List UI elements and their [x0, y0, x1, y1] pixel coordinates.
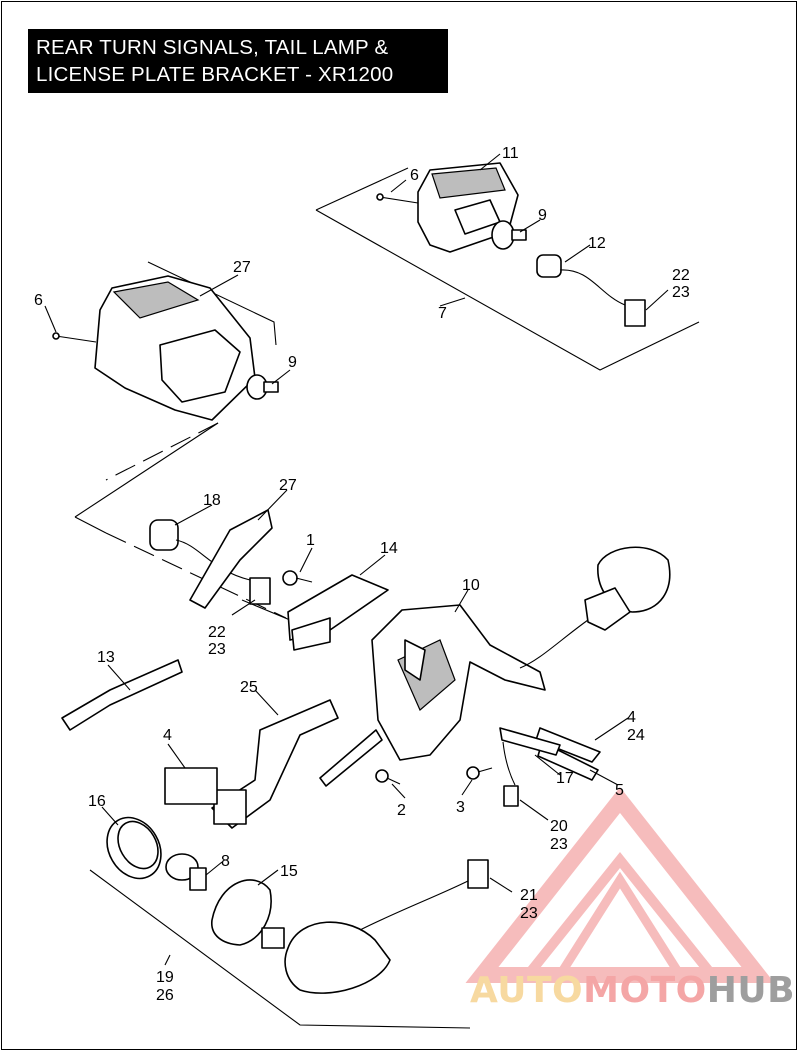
- part-1-bolt: [282, 570, 313, 586]
- callout-22-mid: 22: [208, 624, 226, 641]
- part-27-mount-bracket: [189, 509, 273, 609]
- callout-21: 21: [520, 887, 538, 904]
- callout-2: 2: [397, 802, 406, 819]
- part-3-bolt: [466, 766, 493, 780]
- part-9-bulb-top: [491, 220, 527, 250]
- group-7-bracket-outline: [315, 167, 700, 371]
- callout-1: 1: [306, 532, 315, 549]
- part-16-bezel-ring: [106, 816, 162, 880]
- callout-4-right: 4: [627, 709, 636, 726]
- watermark-text: AUTOMOTOHUB: [470, 970, 795, 1011]
- callout-23-top: 23: [672, 284, 690, 301]
- callout-22-top: 22: [672, 267, 690, 284]
- part-20-connector: [502, 741, 519, 807]
- callout-6-top: 6: [410, 167, 419, 184]
- title-line-1: REAR TURN SIGNALS, TAIL LAMP &: [36, 36, 389, 59]
- part-13-clip: [61, 659, 183, 731]
- callout-10: 10: [462, 577, 480, 594]
- watermark-hub: HUB: [706, 970, 796, 1011]
- part-12-socket-harness: [536, 254, 646, 327]
- part-10-turn-signal-right: [519, 546, 671, 669]
- watermark-moto: MOTO: [583, 970, 707, 1011]
- callout-15: 15: [280, 863, 298, 880]
- callout-5: 5: [615, 782, 624, 799]
- watermark-auto: AUTO: [470, 970, 584, 1011]
- title-line-2: LICENSE PLATE BRACKET - XR1200: [36, 63, 394, 86]
- callout-9-left: 9: [288, 354, 297, 371]
- part-14-plate: [287, 574, 389, 651]
- part-27-tail-lamp-lens: [94, 275, 256, 421]
- callout-26: 26: [156, 987, 174, 1004]
- part-8-bulb: [165, 853, 207, 891]
- callout-25: 25: [240, 679, 258, 696]
- callout-labels: 6 11 9 12 22 23 7 27 6 9 18 27 1 14 10 2…: [34, 145, 690, 1004]
- callout-11: 11: [502, 145, 519, 162]
- leader-lines: [44, 153, 669, 966]
- part-25-license-bracket: [211, 699, 339, 829]
- group-19-outline: [89, 869, 471, 1029]
- part-6-screw-left: [52, 332, 97, 343]
- callout-23-bottom: 23: [520, 905, 538, 922]
- part-4-pad-left: [164, 767, 218, 805]
- watermark-logo-icon: [465, 787, 775, 983]
- part-6-screw-top: [376, 193, 419, 204]
- part-2-screw: [375, 769, 401, 785]
- part-21-turn-signal-left: [284, 859, 489, 994]
- part-17-bracket: [499, 727, 561, 756]
- callout-12: 12: [588, 235, 606, 252]
- callout-20: 20: [550, 818, 568, 835]
- callout-6-left: 6: [34, 292, 43, 309]
- part-18-socket: [149, 519, 251, 581]
- callout-27-mid: 27: [279, 477, 297, 494]
- callout-17: 17: [556, 770, 574, 787]
- part-15-socket-body: [211, 879, 285, 949]
- callout-18: 18: [203, 492, 221, 509]
- callout-7: 7: [438, 305, 447, 322]
- callout-23-mid: 23: [208, 641, 226, 658]
- part-9-bulb-left: [246, 374, 279, 400]
- callout-24: 24: [627, 727, 645, 744]
- callout-19: 19: [156, 969, 174, 986]
- callout-23-lower: 23: [550, 836, 568, 853]
- part-strap: [319, 729, 383, 787]
- callout-4-left: 4: [163, 727, 172, 744]
- callout-8: 8: [221, 853, 230, 870]
- callout-9-top: 9: [538, 207, 547, 224]
- callout-16: 16: [88, 793, 106, 810]
- callout-3: 3: [456, 799, 465, 816]
- callout-27-top: 27: [233, 259, 251, 276]
- callout-13: 13: [97, 649, 115, 666]
- part-10-fender-bracket: [371, 604, 546, 761]
- callout-14: 14: [380, 540, 398, 557]
- title-box: REAR TURN SIGNALS, TAIL LAMP & LICENSE P…: [28, 29, 448, 93]
